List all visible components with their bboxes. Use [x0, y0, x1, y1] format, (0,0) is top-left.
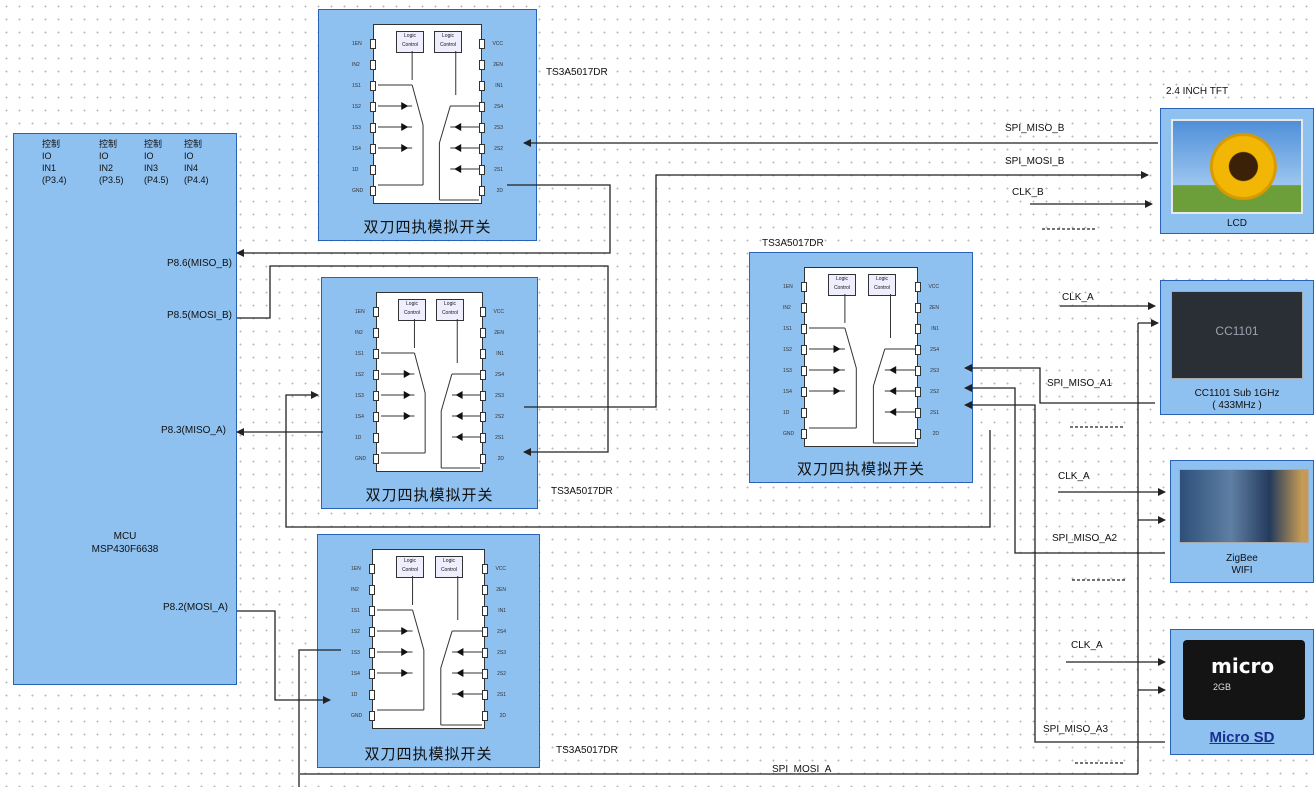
cc1101-chip-image: CC1101 [1171, 291, 1303, 379]
zigbee-board-image [1179, 469, 1309, 543]
sunflower-image [1171, 119, 1303, 214]
signal-miso-a2: SPI_MISO_A2 [1052, 533, 1117, 544]
signal-mosi-a: SPI_MOSI_A [772, 764, 831, 775]
signal-miso-b: SPI_MISO_B [1005, 123, 1064, 134]
lcd-device: LCD [1160, 108, 1314, 234]
microsd-device: micro 2GB Micro SD [1170, 629, 1314, 755]
microsd-size: 2GB [1213, 682, 1231, 692]
cc1101-device: CC1101 CC1101 Sub 1GHz( 433MHz ) [1160, 280, 1314, 415]
signal-clk-a-1: CLK_A [1062, 292, 1094, 303]
microsd-label: Micro SD [1171, 732, 1313, 744]
signal-miso-a3: SPI_MISO_A3 [1043, 724, 1108, 735]
microsd-card-image: micro 2GB [1183, 640, 1305, 720]
signal-clk-b: CLK_B [1012, 187, 1044, 198]
signal-clk-a-3: CLK_A [1071, 640, 1103, 651]
signal-miso-a1: SPI_MISO_A1 [1047, 378, 1112, 389]
cc1101-chip-marking: CC1101 [1172, 324, 1302, 338]
tft-caption: 2.4 INCH TFT [1166, 86, 1228, 97]
microsd-logo: micro [1211, 654, 1274, 678]
signal-clk-a-2: CLK_A [1058, 471, 1090, 482]
lcd-label: LCD [1161, 218, 1313, 230]
signal-mosi-b: SPI_MOSI_B [1005, 156, 1064, 167]
cc1101-label: CC1101 Sub 1GHz( 433MHz ) [1161, 388, 1313, 412]
